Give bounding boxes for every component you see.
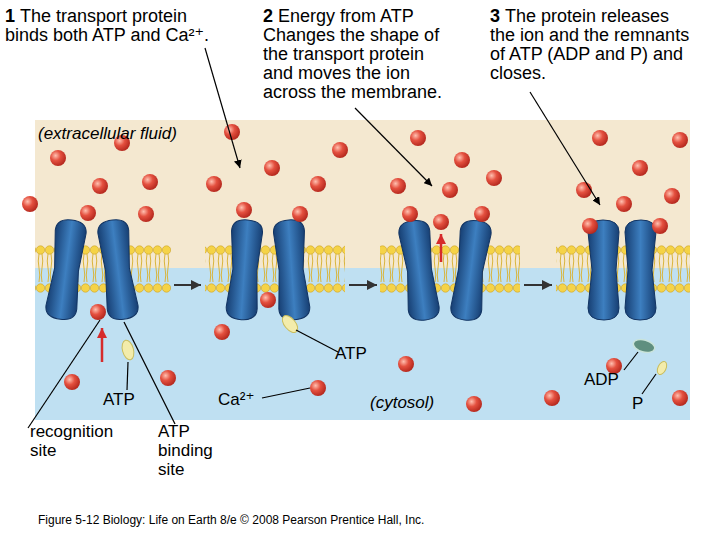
calcium-ion	[582, 218, 598, 234]
calcium-ion	[664, 188, 680, 204]
calcium-ion	[160, 370, 176, 386]
protein-lobe	[588, 220, 619, 320]
calcium-ion	[224, 124, 240, 140]
calcium-ion	[672, 132, 688, 148]
transport-protein	[398, 219, 493, 322]
calcium-ion	[206, 176, 222, 192]
calcium-ion	[236, 202, 252, 218]
region-label: (cytosol)	[370, 393, 470, 412]
leader-line	[296, 330, 338, 352]
leader-line	[127, 362, 128, 390]
calcium-ion	[466, 396, 482, 412]
transport-protein	[45, 218, 140, 321]
molecule-label: ATP	[335, 344, 395, 363]
calcium-ion	[142, 174, 158, 190]
leader-line	[355, 108, 432, 186]
atp-molecules	[120, 313, 668, 376]
calcium-ion	[90, 304, 106, 320]
step-description: 3The protein releases the ion and the re…	[490, 7, 693, 83]
calcium-ion	[214, 324, 230, 340]
protein-lobe	[450, 219, 493, 322]
calcium-ion	[652, 218, 668, 234]
part-label: ATP binding site	[158, 422, 228, 479]
calcium-ion	[138, 206, 154, 222]
protein-lobe	[45, 218, 88, 321]
calcium-ion	[592, 130, 608, 146]
calcium-ion	[64, 374, 80, 390]
calcium-ion	[390, 178, 406, 194]
ion-movement-arrows	[102, 234, 441, 362]
calcium-ion	[544, 390, 560, 406]
step-arrow	[524, 284, 552, 286]
calcium-ion	[486, 170, 502, 186]
step-arrow	[174, 284, 201, 286]
leader-line	[28, 320, 100, 428]
lipid-bilayer	[205, 245, 345, 293]
figure-caption: Figure 5-12 Biology: Life on Earth 8/e ©…	[38, 513, 424, 527]
adp-molecule	[632, 337, 656, 354]
calcium-ion	[22, 196, 38, 212]
protein-lobe	[398, 219, 441, 322]
calcium-ion	[410, 130, 426, 146]
molecule-label: ATP	[103, 390, 163, 409]
step-description: 2Energy from ATP Changes the shape of th…	[263, 7, 453, 102]
calcium-ion	[433, 214, 449, 230]
calcium-ion	[398, 356, 414, 372]
protein-lobe	[273, 219, 311, 321]
leader-line	[530, 92, 600, 205]
transport-protein	[588, 220, 656, 320]
calcium-ion	[310, 176, 326, 192]
calcium-ion	[632, 160, 648, 176]
region-label: (extracellular fluid)	[38, 124, 238, 143]
calcium-ion	[264, 160, 280, 176]
molecule-label: ADP	[584, 370, 644, 389]
calcium-ion	[80, 205, 96, 221]
calcium-ion	[260, 292, 276, 308]
calcium-ion	[442, 182, 458, 198]
transport-protein	[225, 219, 310, 321]
ion-arrow	[440, 234, 443, 262]
calcium-ion	[454, 152, 470, 168]
step-text: Energy from ATP Changes the shape of the…	[263, 6, 442, 102]
callout-number: 1	[5, 6, 15, 26]
calcium-ions	[22, 124, 688, 412]
leader-line	[624, 352, 638, 370]
ion-arrow	[101, 328, 104, 362]
calcium-ion	[332, 142, 348, 158]
step-arrow	[349, 284, 377, 286]
leader-line	[262, 388, 310, 398]
calcium-ion	[50, 150, 66, 166]
protein-lobe	[625, 220, 656, 320]
calcium-ion	[672, 390, 688, 406]
phosphate	[655, 360, 668, 376]
step-text: The protein releases the ion and the rem…	[490, 6, 689, 83]
calcium-ion	[402, 206, 418, 222]
protein-lobe	[97, 218, 140, 321]
leader-lines	[28, 48, 656, 428]
calcium-ion	[292, 206, 308, 222]
molecule-label: Ca²⁺	[218, 390, 278, 409]
step-description: 1The transport protein binds both ATP an…	[5, 7, 220, 45]
leader-line	[642, 374, 656, 394]
lipid-bilayer	[380, 245, 520, 293]
part-label: recognition site	[30, 422, 125, 460]
calcium-ion	[576, 182, 592, 198]
calcium-ion	[474, 206, 490, 222]
protein-lobe	[225, 219, 263, 321]
step-text: The transport protein binds both ATP and…	[5, 6, 209, 45]
molecule-label: P	[632, 394, 662, 413]
lipid-bilayer	[556, 245, 690, 293]
atp-molecule	[279, 313, 300, 335]
calcium-ion	[310, 380, 326, 396]
callout-number: 3	[490, 6, 500, 26]
leader-line	[205, 48, 240, 168]
calcium-ion	[616, 196, 632, 212]
callout-number: 2	[263, 6, 273, 26]
calcium-ion	[92, 178, 108, 194]
